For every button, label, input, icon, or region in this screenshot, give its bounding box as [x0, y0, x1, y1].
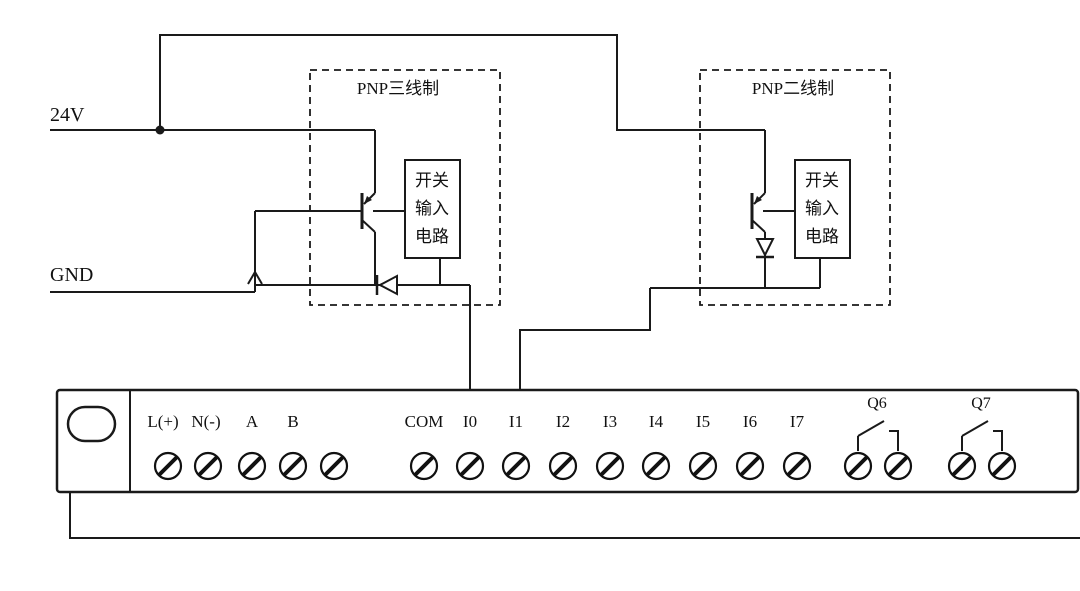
screw-terminal [501, 451, 531, 481]
terminal-label-i6: I6 [743, 412, 757, 431]
screw-terminal [843, 451, 873, 481]
mounting-slot [66, 405, 117, 443]
screw-terminal [688, 451, 718, 481]
screw-terminal [883, 451, 913, 481]
terminal-label-i1: I1 [509, 412, 523, 431]
pnp-three-wire-dashed-box [309, 69, 501, 306]
terminal-label-l: L(+) [147, 412, 178, 431]
relay-label-q7: Q7 [971, 395, 991, 412]
relay-label-q6: Q6 [867, 395, 887, 412]
terminal-block: L(+) N(-) A B COM I0 I1 I2 I3 I4 I5 I6 I… [55, 388, 1080, 539]
left-emitter-arrow-icon [364, 196, 372, 204]
up-arrow-icon [247, 270, 263, 285]
switch-input-circuit-left: 开关 输入 电路 [404, 159, 461, 259]
terminal-label-i5: I5 [696, 412, 710, 431]
wires [50, 34, 821, 390]
screw-terminal [782, 451, 812, 481]
switch-blade [961, 420, 989, 437]
diode-symbol [375, 274, 398, 296]
terminal-label-n: N(-) [191, 412, 220, 431]
relay-switch-q7: Q7 [961, 395, 1003, 451]
switch-blade [857, 420, 885, 437]
screw-terminal [153, 451, 183, 481]
switch-contact [889, 430, 899, 451]
screw-terminal [193, 451, 223, 481]
pnp-three-wire-sensor: PNP三线制 开关 输入 电路 [309, 69, 501, 306]
circuit-box-line: 开关 [415, 171, 449, 190]
pnp-two-wire-dashed-box [699, 69, 891, 306]
terminal-label-a: A [246, 412, 259, 431]
switch-contact [993, 430, 1003, 451]
pnp-two-wire-sensor: PNP二线制 开关 输入 电路 [699, 69, 891, 306]
switch-input-circuit-box [404, 159, 461, 259]
terminal-label-i2: I2 [556, 412, 570, 431]
right-sensor-title: PNP二线制 [752, 79, 834, 98]
screw-terminal [409, 451, 439, 481]
screw-terminal [735, 451, 765, 481]
circuit-box-line: 电路 [415, 227, 449, 246]
screw-terminal [641, 451, 671, 481]
circuit-box-line: 输入 [805, 199, 839, 218]
input-i1-riser-wire [519, 288, 651, 390]
screw-terminal [595, 451, 625, 481]
screw-terminal [947, 451, 977, 481]
switch-input-circuit-right: 开关 输入 电路 [794, 159, 851, 259]
left-sensor-title: PNP三线制 [357, 79, 439, 98]
top-power-wire [159, 34, 765, 131]
terminal-label-i3: I3 [603, 412, 617, 431]
terminal-block-outline [55, 388, 1080, 494]
left-collector-diagonal [361, 219, 376, 233]
transistor-symbol [750, 130, 795, 288]
ground-label: GND [50, 264, 93, 286]
terminal-label-com: COM [405, 412, 444, 431]
diode-symbol [755, 238, 775, 259]
right-diode-triangle [755, 238, 775, 258]
relay-switch-q6: Q6 [857, 395, 899, 451]
terminal-label-i7: I7 [790, 412, 805, 431]
screw-terminal [548, 451, 578, 481]
plc-body-outline [69, 492, 1080, 539]
screw-terminal [278, 451, 308, 481]
power-label: 24V [50, 104, 85, 126]
circuit-box-line: 开关 [805, 171, 839, 190]
switch-input-circuit-box [794, 159, 851, 259]
circuit-box-line: 输入 [415, 199, 449, 218]
terminal-label-i0: I0 [463, 412, 477, 431]
transistor-symbol [360, 130, 405, 285]
right-collector-diagonal [751, 219, 766, 233]
screw-terminal [319, 451, 349, 481]
circuit-box-line: 电路 [805, 227, 839, 246]
screw-terminal [987, 451, 1017, 481]
junction-dot [155, 125, 165, 135]
right-emitter-arrow-icon [754, 196, 762, 204]
terminal-label-i4: I4 [649, 412, 664, 431]
screw-terminal [455, 451, 485, 481]
screw-terminal [237, 451, 267, 481]
left-diode-triangle [377, 274, 398, 296]
terminal-label-b: B [287, 412, 298, 431]
